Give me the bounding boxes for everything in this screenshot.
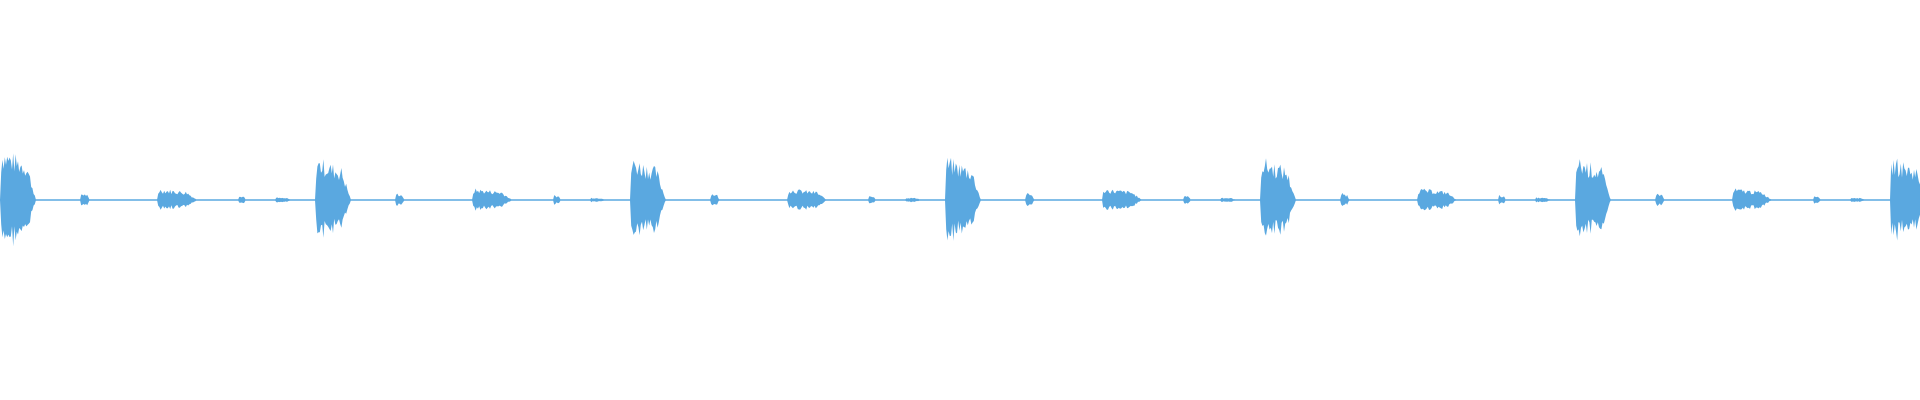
waveform-burst bbox=[945, 157, 981, 241]
waveform-burst bbox=[1535, 197, 1551, 203]
waveform-burst bbox=[1340, 193, 1350, 206]
waveform-burst bbox=[553, 195, 561, 205]
waveform-burst bbox=[1025, 193, 1035, 206]
waveform-burst bbox=[395, 193, 405, 206]
waveform-burst bbox=[1183, 196, 1191, 204]
waveform-burst bbox=[472, 188, 512, 211]
waveform-burst bbox=[1575, 159, 1611, 237]
waveform-burst bbox=[157, 189, 197, 210]
waveform-burst bbox=[1260, 158, 1296, 236]
waveform-burst bbox=[1102, 189, 1142, 210]
waveform-burst bbox=[275, 197, 291, 203]
waveform-burst bbox=[1732, 188, 1772, 211]
waveform-burst bbox=[1813, 196, 1821, 204]
waveform-burst bbox=[630, 160, 666, 236]
waveform-burst bbox=[1655, 193, 1665, 206]
waveform-burst bbox=[1890, 158, 1920, 241]
waveform-burst bbox=[905, 197, 921, 203]
waveform-burst bbox=[80, 194, 90, 206]
waveform-burst bbox=[1417, 188, 1457, 211]
waveform-burst bbox=[590, 197, 606, 203]
waveform-burst bbox=[787, 189, 827, 210]
waveform-burst bbox=[1220, 197, 1236, 202]
waveform-burst bbox=[710, 194, 720, 206]
waveform-burst bbox=[868, 196, 876, 204]
waveform-burst bbox=[1850, 197, 1866, 202]
waveform-burst bbox=[1498, 194, 1506, 205]
waveform-burst bbox=[238, 196, 246, 204]
waveform-burst bbox=[0, 153, 36, 247]
waveform-burst bbox=[315, 159, 351, 238]
